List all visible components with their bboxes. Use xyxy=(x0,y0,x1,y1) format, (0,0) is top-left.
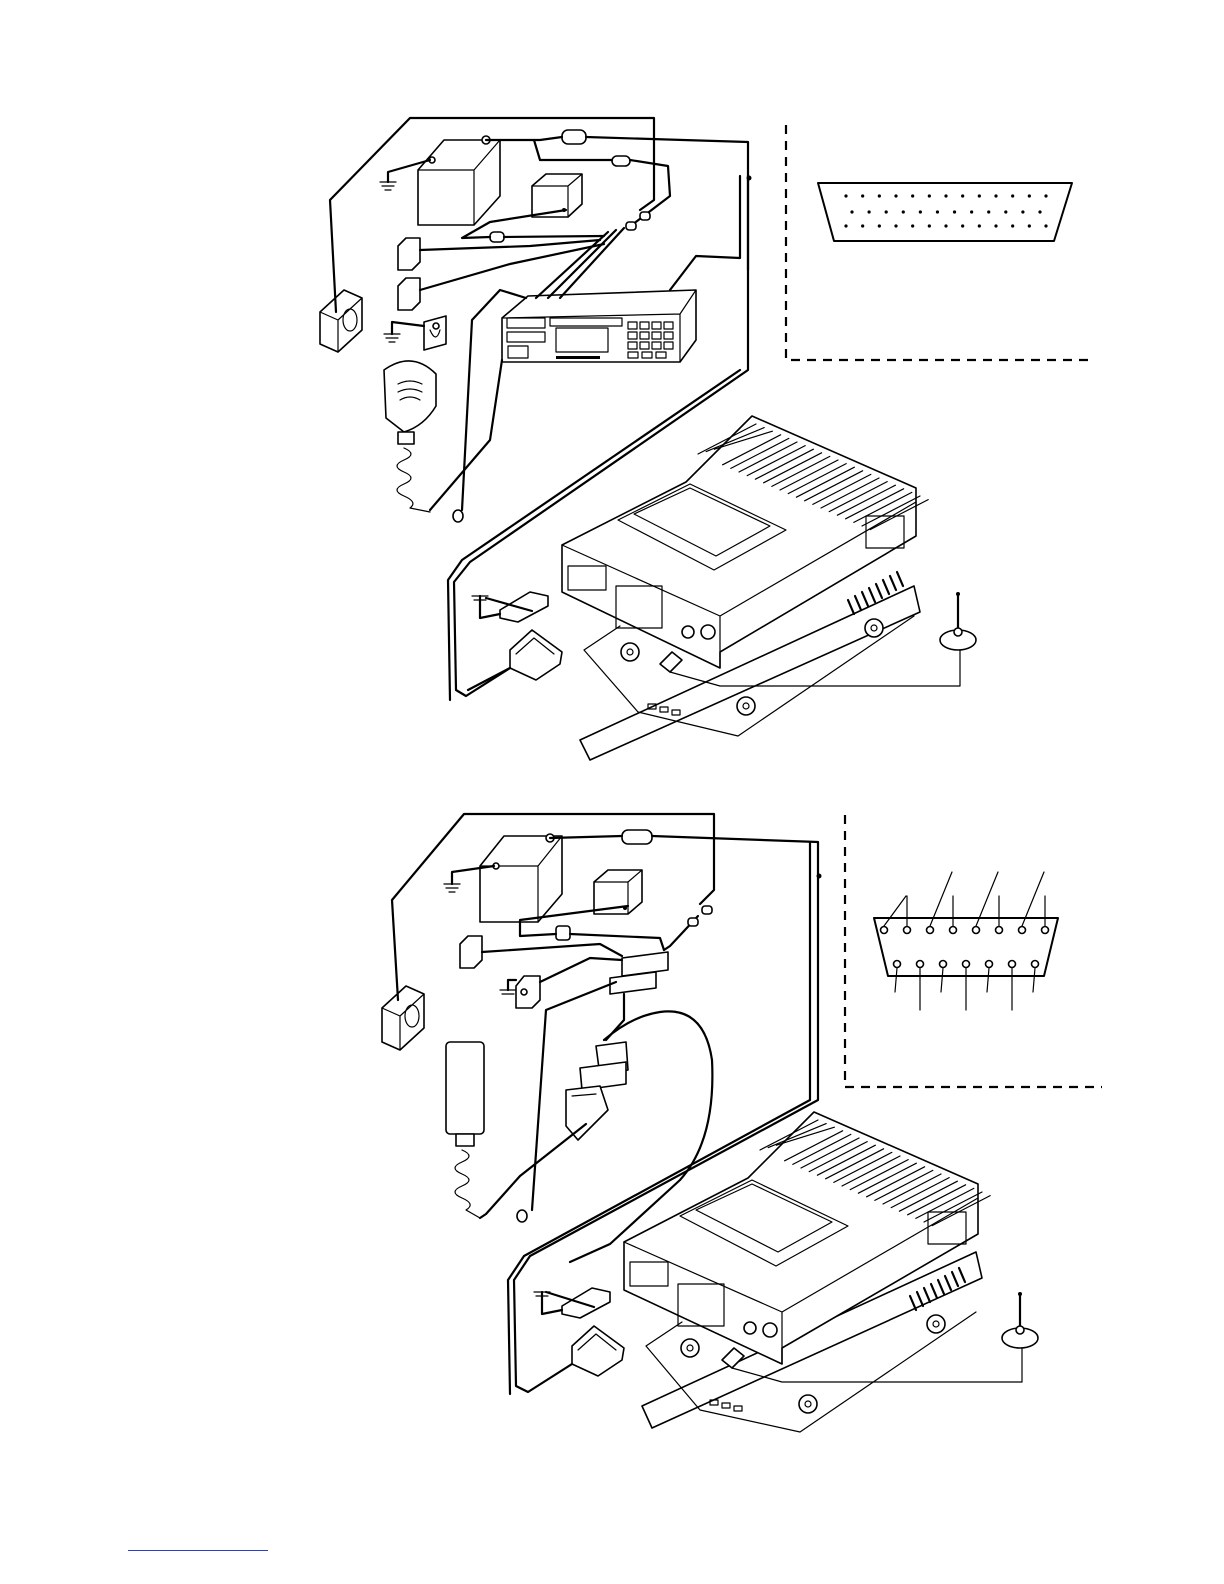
speaker-icon xyxy=(320,290,362,352)
handset-icon xyxy=(446,1042,484,1218)
speaker-icon xyxy=(382,986,424,1050)
connector-pin xyxy=(970,210,973,213)
connector-pin xyxy=(1042,927,1049,934)
radio-chassis-icon xyxy=(624,1112,990,1428)
connector-pin xyxy=(1032,961,1039,968)
switch-icon xyxy=(398,238,420,310)
connector-pin xyxy=(1011,224,1014,227)
connector-pin xyxy=(861,224,864,227)
connector-pin xyxy=(911,224,914,227)
vent-slot xyxy=(862,592,868,606)
connector-pin xyxy=(986,961,993,968)
connector-pin xyxy=(1021,210,1024,213)
connector-pin xyxy=(978,224,981,227)
antenna-icon xyxy=(940,592,976,650)
connector-pin xyxy=(911,194,914,197)
battery-icon xyxy=(418,136,500,225)
switch-icon xyxy=(460,936,482,968)
connector-pin xyxy=(1011,194,1014,197)
vent-slot xyxy=(855,596,861,610)
connector-pin xyxy=(1028,224,1031,227)
connector-pin xyxy=(1004,210,1007,213)
db25-plug-icon xyxy=(510,630,562,680)
connector-pin xyxy=(1044,194,1047,197)
vent-slot xyxy=(848,600,854,614)
connector-pin xyxy=(927,927,934,934)
connector-pin xyxy=(894,224,897,227)
connector-pin xyxy=(928,224,931,227)
db25-plug-icon xyxy=(572,1326,624,1376)
connector-pin xyxy=(894,194,897,197)
connector-pin xyxy=(850,210,853,213)
control-head-icon xyxy=(502,290,696,362)
connector-pin xyxy=(953,210,956,213)
connector-pin xyxy=(861,194,864,197)
connector-pin xyxy=(1028,194,1031,197)
handset-hanger-icon xyxy=(500,976,540,1008)
handset-interface-connectors-icon xyxy=(566,952,668,1140)
vent-slot xyxy=(897,572,903,586)
connector-detail-frame xyxy=(786,125,1092,360)
connector-pin xyxy=(944,224,947,227)
connector-pin xyxy=(994,194,997,197)
connector-pin xyxy=(1038,210,1041,213)
connector-pin xyxy=(940,961,947,968)
figure-handset-installation xyxy=(382,814,1102,1432)
antenna-connector-icon xyxy=(660,652,682,672)
battery-icon xyxy=(480,834,562,922)
connector-pin xyxy=(961,224,964,227)
connector-pin xyxy=(936,210,939,213)
connector-pin xyxy=(867,210,870,213)
connector-pin xyxy=(950,927,957,934)
connector-pin xyxy=(878,194,881,197)
connector-pin xyxy=(917,961,924,968)
connector-pin xyxy=(894,961,901,968)
vent-slot xyxy=(876,584,882,598)
connector-pin xyxy=(844,194,847,197)
microphone-icon xyxy=(384,361,436,512)
connector-pin xyxy=(996,927,1003,934)
footer-rule xyxy=(128,1550,268,1551)
vent-slot xyxy=(869,588,875,602)
connector-pin xyxy=(919,210,922,213)
power-connector-icon xyxy=(472,592,548,622)
connector-pin xyxy=(878,224,881,227)
connector-pin xyxy=(1009,961,1016,968)
mic-hanger-icon xyxy=(384,316,446,350)
connector-pin xyxy=(844,224,847,227)
connector-pin xyxy=(881,927,888,934)
vent-slot xyxy=(890,576,896,590)
connector-pin xyxy=(987,210,990,213)
connector-pin xyxy=(973,927,980,934)
connector-pin xyxy=(963,961,970,968)
connector-pin xyxy=(944,194,947,197)
connector-pin xyxy=(994,224,997,227)
connector-pin xyxy=(885,210,888,213)
connector-pin xyxy=(1044,224,1047,227)
connector-pin xyxy=(928,194,931,197)
connector-pin xyxy=(1019,927,1026,934)
db25-connector-icon xyxy=(818,183,1072,241)
figure-control-head-installation xyxy=(320,118,1092,760)
vent-slot xyxy=(883,580,889,594)
connector-pin xyxy=(961,194,964,197)
connector-pin xyxy=(904,927,911,934)
connector-pin xyxy=(902,210,905,213)
db15-connector-icon xyxy=(874,872,1058,1010)
connector-pin xyxy=(978,194,981,197)
antenna-icon xyxy=(1002,1292,1038,1348)
connector-detail-frame xyxy=(845,815,1102,1087)
